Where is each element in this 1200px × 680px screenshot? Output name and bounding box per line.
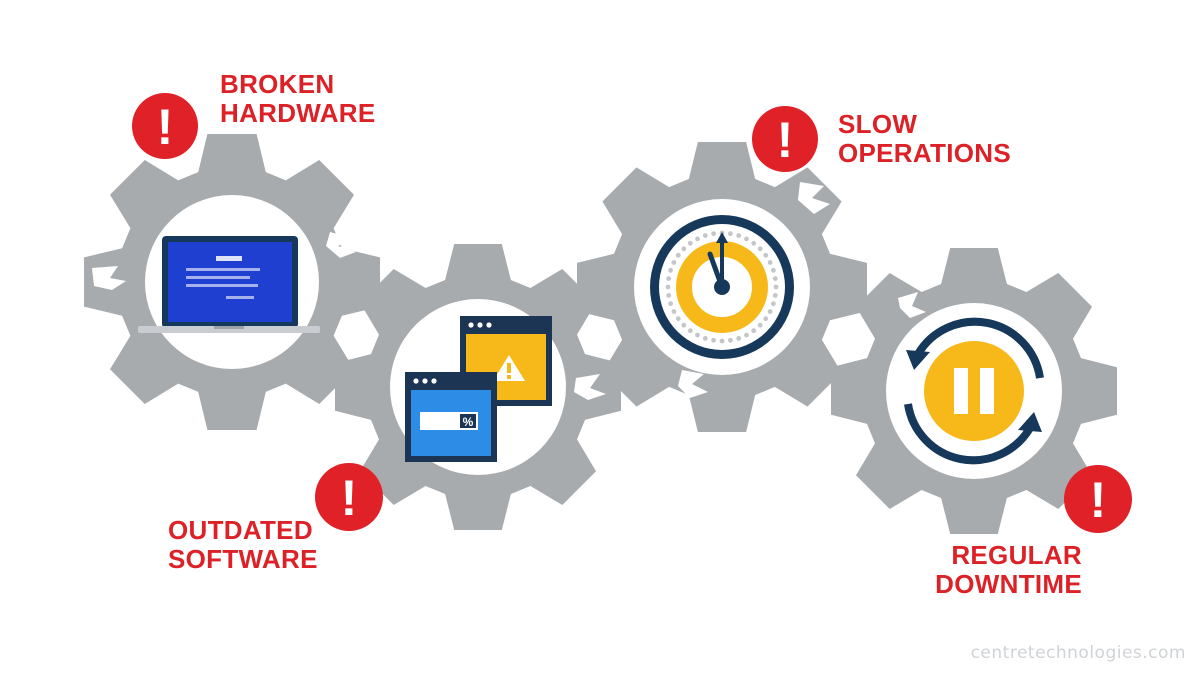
- clock-tick: [728, 337, 733, 343]
- label-line: REGULAR: [951, 540, 1082, 570]
- crack: [574, 374, 606, 400]
- clock-tick: [687, 240, 693, 246]
- clock-tick: [736, 336, 742, 341]
- gear-body: [84, 134, 380, 430]
- clock-tick: [763, 252, 769, 258]
- browser-windows-icon: %: [405, 316, 552, 462]
- laptop-icon: [138, 236, 320, 333]
- alert-glyph: !: [157, 99, 174, 155]
- clock-tick: [671, 260, 677, 265]
- clock-tick: [767, 309, 773, 314]
- gear-regular-downtime: !: [831, 248, 1132, 534]
- clock-tick: [744, 236, 749, 242]
- label-broken-hardware: BROKEN HARDWARE: [220, 70, 376, 128]
- clock-ticks: [665, 230, 779, 344]
- label-slow-operations: SLOW OPERATIONS: [838, 110, 1011, 168]
- alert-icon: !: [752, 106, 818, 172]
- clock-tick: [771, 301, 776, 307]
- clock-tick: [695, 236, 700, 242]
- label-outdated-software: OUTDATED SOFTWARE: [168, 516, 318, 574]
- clock-tick: [666, 276, 672, 281]
- clock-tick: [763, 316, 769, 322]
- clock-tick: [711, 337, 716, 343]
- clock-tick: [744, 332, 749, 338]
- clock-tick: [771, 267, 776, 273]
- clock-tick: [773, 284, 779, 290]
- clock-tick: [767, 260, 773, 265]
- alert-glyph: !: [341, 470, 358, 526]
- clock-tick: [736, 233, 742, 239]
- clock-icon: [650, 215, 794, 359]
- alert-icon: !: [315, 463, 383, 531]
- alert-icon: !: [132, 93, 198, 159]
- crack: [898, 292, 926, 318]
- clock-tick: [671, 309, 677, 314]
- label-line: SOFTWARE: [168, 544, 318, 574]
- pause-cycle-icon: [900, 317, 1048, 465]
- clock-tick: [681, 246, 687, 252]
- alert-glyph: !: [1090, 472, 1107, 528]
- clock-tick: [675, 316, 681, 322]
- clock-tick: [675, 252, 681, 258]
- clock-tick: [711, 231, 716, 237]
- label-line: OPERATIONS: [838, 138, 1011, 168]
- crack: [798, 182, 830, 214]
- clock-tick: [668, 301, 673, 307]
- label-line: HARDWARE: [220, 98, 376, 128]
- crack: [326, 232, 356, 258]
- clock-tick: [751, 328, 757, 334]
- label-regular-downtime: REGULAR DOWNTIME: [935, 541, 1082, 599]
- gear-outdated-software: % !: [315, 244, 621, 531]
- clock-tick: [695, 332, 700, 338]
- gear-slow-operations: !: [577, 106, 867, 432]
- clock-tick: [757, 322, 763, 328]
- label-line: OUTDATED: [168, 515, 313, 545]
- alert-glyph: !: [777, 112, 794, 168]
- clock-tick: [702, 233, 708, 239]
- gear-body: [831, 248, 1117, 534]
- gear-body: [577, 142, 867, 432]
- clock-tick: [687, 328, 693, 334]
- clock-tick: [668, 267, 673, 273]
- watermark: centretechnologies.com: [970, 643, 1186, 663]
- clock-tick: [751, 240, 757, 246]
- label-line: SLOW: [838, 109, 918, 139]
- label-line: BROKEN: [220, 69, 335, 99]
- clock-tick: [728, 231, 733, 237]
- alert-icon: !: [1064, 465, 1132, 533]
- clock-tick: [702, 336, 708, 341]
- gear-broken-hardware: !: [84, 93, 380, 430]
- clock-tick: [666, 293, 672, 298]
- crack: [678, 370, 708, 398]
- crack: [92, 266, 126, 290]
- clock-tick: [665, 284, 671, 290]
- clock-tick: [757, 246, 763, 252]
- label-line: DOWNTIME: [935, 569, 1082, 599]
- clock-tick: [772, 293, 778, 298]
- clock-tick: [772, 276, 778, 281]
- percent-symbol: %: [463, 415, 474, 429]
- clock-tick: [719, 338, 725, 344]
- clock-tick: [681, 322, 687, 328]
